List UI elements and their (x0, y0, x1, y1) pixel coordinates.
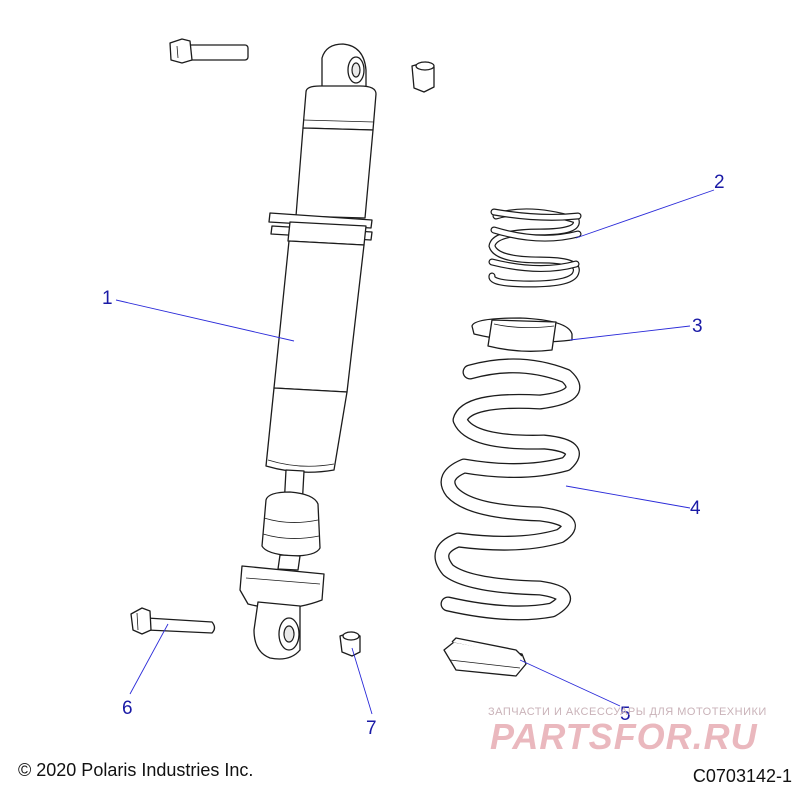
top-bolt (169, 38, 249, 64)
drawing-number: C0703142-1 (692, 766, 792, 786)
leader-line-6 (129, 623, 169, 695)
watermark-logo: PARTSFOR.RU (490, 716, 758, 757)
top-bushing (411, 61, 435, 93)
leader-line-2 (575, 189, 715, 239)
spring-retainer (443, 637, 527, 677)
leader-line-1 (115, 299, 295, 342)
leader-line-4 (565, 485, 691, 509)
lower-bushing (339, 631, 361, 657)
shock-absorber (239, 43, 377, 660)
leader-line-5 (519, 659, 621, 707)
callout-1: 1 (102, 288, 113, 309)
callout-4: 4 (690, 498, 701, 519)
secondary-spring (488, 208, 582, 288)
main-spring (434, 358, 581, 621)
leader-line-3 (569, 325, 691, 341)
watermark-tagline: ЗАПЧАСТИ И АКСЕССУАРЫ ДЛЯ МОТОТЕХНИКИ (488, 706, 767, 718)
callout-2: 2 (714, 172, 725, 193)
leader-line-7 (351, 647, 373, 715)
callout-7: 7 (366, 718, 377, 739)
callout-6: 6 (122, 698, 133, 719)
copyright-text: © 2020 Polaris Industries Inc. (18, 760, 254, 780)
callout-5: 5 (620, 704, 631, 725)
lower-bolt (130, 607, 216, 635)
spring-adapter (471, 317, 573, 352)
callout-3: 3 (692, 316, 703, 337)
